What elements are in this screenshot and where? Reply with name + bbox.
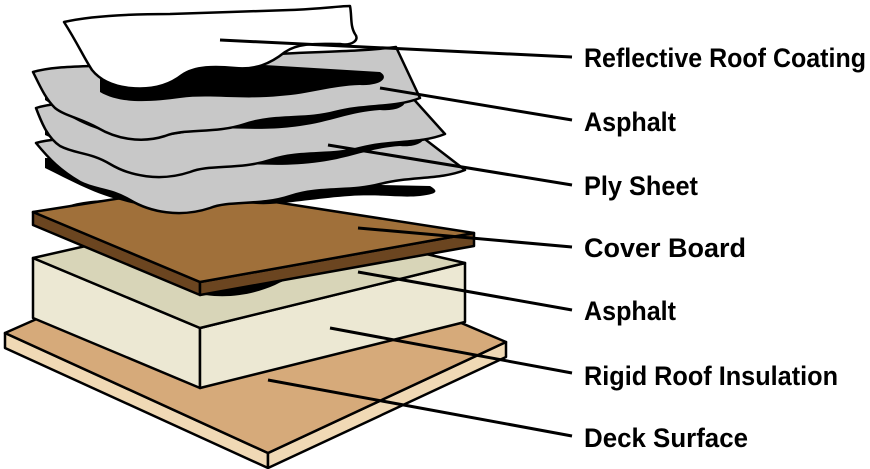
layer-labels: Reflective Roof Coating Asphalt Ply Shee… <box>584 43 866 453</box>
leader-asphalt-top <box>379 86 573 122</box>
leader-reflective-roof-coating <box>219 38 573 59</box>
label-reflective-roof-coating: Reflective Roof Coating <box>584 43 866 73</box>
leader-rigid-roof-insulation <box>329 326 573 375</box>
leader-asphalt-bottom <box>357 270 573 312</box>
label-rigid-roof-insulation: Rigid Roof Insulation <box>584 361 838 391</box>
cover-board-layer <box>31 186 476 297</box>
label-asphalt-top: Asphalt <box>584 107 676 137</box>
label-ply-sheet: Ply Sheet <box>584 171 698 201</box>
leader-ply-sheet <box>327 143 573 187</box>
label-deck-surface: Deck Surface <box>584 423 748 453</box>
leader-lines <box>219 38 573 438</box>
leader-cover-board <box>357 226 573 249</box>
leader-deck-surface <box>267 378 573 438</box>
label-asphalt-bottom: Asphalt <box>584 296 676 326</box>
label-cover-board: Cover Board <box>584 233 746 263</box>
